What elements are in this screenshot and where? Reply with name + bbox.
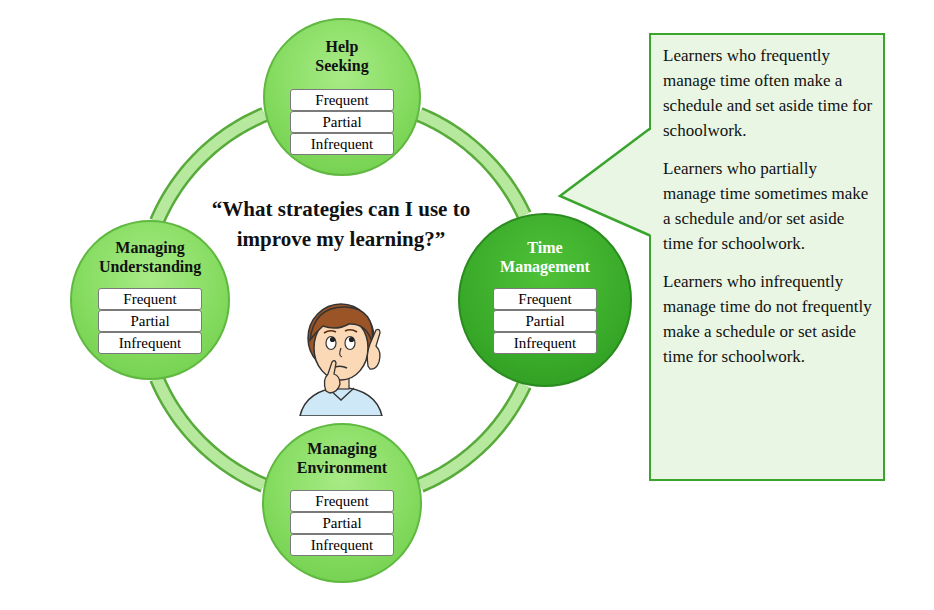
callout-paragraph: Learners who infrequently manage time do…	[663, 269, 873, 369]
frequency-box: Partial	[98, 310, 202, 332]
frequency-label: Frequent	[123, 291, 176, 307]
shirt	[300, 387, 382, 416]
frequency-label: Infrequent	[311, 537, 373, 553]
frequency-box: Frequent	[290, 490, 394, 512]
ring-outline	[420, 385, 524, 485]
mouth	[335, 366, 347, 368]
frequency-label: Infrequent	[514, 335, 576, 351]
eyebrow	[324, 331, 336, 333]
frequency-box: Infrequent	[98, 332, 202, 354]
frequency-box: Infrequent	[290, 133, 394, 155]
frequency-label: Partial	[130, 313, 169, 329]
frequency-label: Frequent	[315, 493, 368, 509]
thinking-person	[286, 296, 396, 416]
eye	[345, 337, 355, 350]
frequency-box: Frequent	[98, 288, 202, 310]
strategy-circle: Managing EnvironmentFrequentPartialInfre…	[262, 423, 422, 583]
hair-bangs	[310, 307, 372, 342]
frequency-label: Partial	[322, 114, 361, 130]
eye	[326, 337, 336, 350]
ring-outline	[157, 378, 264, 485]
frequency-box: Infrequent	[290, 534, 394, 556]
frequency-box: Infrequent	[493, 332, 597, 354]
callout-tail-fill	[560, 128, 653, 236]
frequency-label: Partial	[322, 515, 361, 531]
frequency-label: Frequent	[518, 291, 571, 307]
strategy-circle: Time ManagementFrequentPartialInfrequent	[458, 213, 632, 387]
central-question: “What strategies can I use to improve my…	[210, 194, 472, 254]
ring-band	[420, 385, 524, 485]
pupil	[349, 337, 354, 342]
callout-box: Learners who frequently manage time ofte…	[649, 33, 885, 481]
ring-band	[157, 378, 264, 485]
hand-chin	[324, 361, 340, 393]
pupil	[330, 337, 335, 342]
callout-paragraph: Learners who frequently manage time ofte…	[663, 43, 873, 143]
frequency-box: Partial	[493, 310, 597, 332]
frequency-box: Frequent	[290, 89, 394, 111]
frequency-box: Partial	[290, 512, 394, 534]
frequency-label: Infrequent	[311, 136, 373, 152]
strategy-circle: Managing UnderstandingFrequentPartialInf…	[70, 220, 230, 380]
callout-paragraph: Learners who partially manage time somet…	[663, 156, 873, 256]
hand-cheek	[367, 329, 380, 369]
frequency-label: Infrequent	[119, 335, 181, 351]
callout-tail-outline	[560, 129, 650, 236]
ring-connector	[157, 378, 264, 485]
strategy-circle: Help SeekingFrequentPartialInfrequent	[263, 18, 421, 176]
frequency-box: Frequent	[493, 288, 597, 310]
strategy-title: Help Seeking	[302, 37, 382, 75]
nose	[340, 348, 342, 357]
ring-connector	[420, 385, 524, 485]
eyebrow	[345, 330, 357, 332]
strategy-title: Time Management	[489, 238, 601, 276]
frequency-label: Frequent	[315, 92, 368, 108]
frequency-box: Partial	[290, 111, 394, 133]
strategy-title: Managing Environment	[286, 439, 398, 477]
frequency-label: Partial	[525, 313, 564, 329]
strategy-title: Managing Understanding	[87, 238, 213, 276]
